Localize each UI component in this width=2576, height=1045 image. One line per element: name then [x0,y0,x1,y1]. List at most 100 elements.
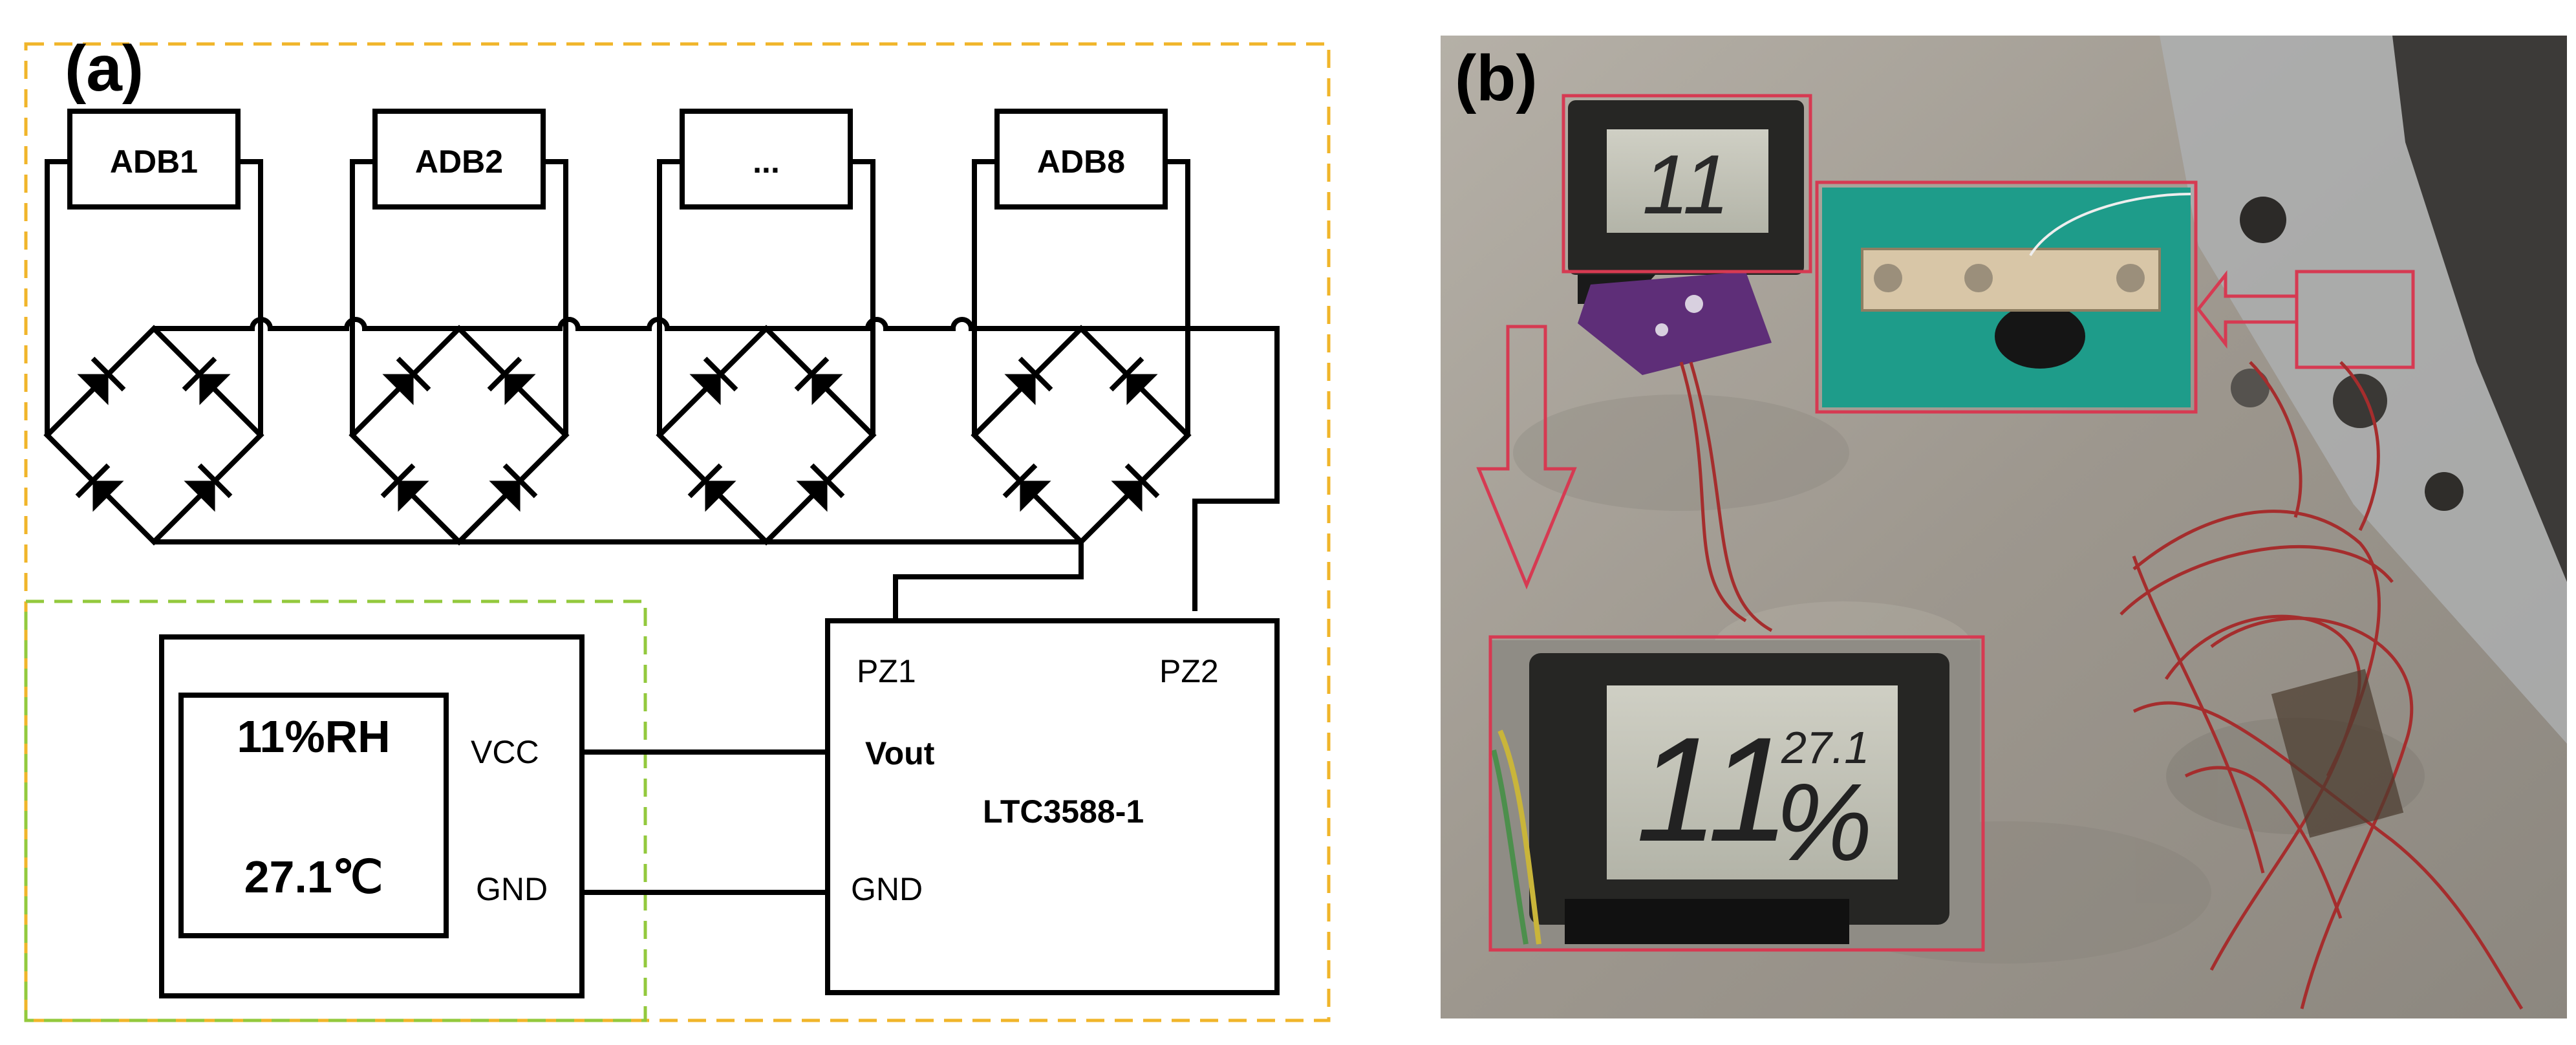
diode-arrow [705,480,736,512]
diode-arrow [689,374,721,405]
hygrometer-display [178,693,449,938]
adb-lead-left [45,159,70,435]
teal-board-highlight [1815,180,2198,414]
diode-bar [197,463,233,499]
zoomed-hygrometer-highlight [1488,635,1985,952]
small-hygrometer: 11 [1568,100,1804,375]
ltc3588-box [825,618,1280,995]
bridge-diamond [656,325,877,546]
large-lcd-unit: % [1775,761,1873,884]
bolt-1 [2240,197,2286,243]
bolt-2 [2333,374,2387,428]
large-lcd-temperature: 27.1 [1781,722,1869,773]
adb-box [680,109,853,210]
adb-label: ADB8 [1037,144,1125,180]
adb-label: ... [753,144,780,180]
diode-bar [380,463,416,499]
panel-b-label: (b) [1455,42,1538,114]
rectifier-bridge [971,325,1192,546]
rectifier-bridge [43,325,264,546]
panel-b: 11 [1441,36,2567,1018]
diode-bar [1002,463,1038,499]
diode-arrow [199,374,231,405]
chip-gnd-pin-label: GND [851,871,923,907]
purple-circuit-board [1578,272,1772,375]
adb-block: ADB2 [350,109,568,435]
adb-label: ADB1 [110,144,198,180]
adb-lead-left [657,159,682,435]
diode-bar [794,356,830,392]
teal-sensor-board [1822,188,2191,407]
adb-box [994,109,1168,210]
adb-box [67,109,241,210]
adb-lead-right [850,159,875,435]
adb-box [372,109,546,210]
diode-arrow [184,480,215,512]
diode-arrow [398,480,429,512]
diode-bar [1124,463,1160,499]
small-hygrometer-highlight [1562,94,1812,274]
adb-block: ADB1 [45,109,263,435]
machine-housing [2392,36,2567,582]
pz2-pin-label: PZ2 [1159,653,1219,689]
vout-pin-label: Vout [865,735,935,771]
wire-harness-board [2271,669,2404,838]
bottom-bus-wire [154,539,1084,621]
bridge-diamond [43,325,264,546]
diode-bar [182,356,217,392]
adb-lead-left [350,159,375,435]
pz1-pin-label: PZ1 [857,653,916,689]
source-highlight [2295,270,2415,369]
rectifier-bridge [656,325,877,546]
adb-lead-right [1165,159,1190,435]
diode-arrow [382,374,414,405]
diode-bar [396,356,431,392]
bolt-4 [2231,369,2270,407]
adb-block: ... [657,109,875,435]
panel-a-label: (a) [65,32,144,105]
adb-lead-right [238,159,263,435]
diode-bar [687,463,723,499]
diode-bar [91,356,126,392]
diode-bar [810,463,845,499]
down-arrow-icon [1476,325,1577,590]
diode-bar [75,463,111,499]
small-lcd-reading: 11 [1642,137,1730,232]
diode-bar [1109,356,1144,392]
diode-bar [487,356,522,392]
adb-lead-left [972,159,997,435]
load-cell-beam [1861,248,2161,312]
diode-bar [1018,356,1053,392]
vcc-pin-label: VCC [471,734,539,770]
sensor-frame [24,599,647,1022]
left-arrow-icon [2196,270,2295,349]
temperature-reading: 27.1℃ [244,852,383,902]
sensor-gnd-pin-label: GND [476,871,548,907]
adb-label: ADB2 [415,144,503,180]
harvester-frame [24,42,1331,1022]
diode-arrow [489,480,521,512]
diode-arrow [1004,374,1036,405]
bolt-3 [2425,472,2463,511]
diode-arrow [77,374,109,405]
adb-block: ADB8 [972,109,1190,435]
diode-bar [703,356,738,392]
diode-arrow [1111,480,1143,512]
chip-name: LTC3588-1 [983,793,1144,830]
bridge-diamond [971,325,1192,546]
humidity-reading: 11%RH [237,711,390,762]
diode-arrow [1126,374,1158,405]
diode-bar [502,463,538,499]
diode-arrow [92,480,124,512]
diode-arrow [1020,480,1051,512]
zoomed-hygrometer: 11 27.1 % [1490,640,1980,949]
top-bus-wire [154,317,1280,611]
bridge-diamond [349,325,570,546]
diode-arrow [811,374,843,405]
diode-arrow [504,374,536,405]
adb-lead-right [543,159,568,435]
large-lcd-reading: 11 [1636,706,1790,872]
rectifier-bridge [349,325,570,546]
